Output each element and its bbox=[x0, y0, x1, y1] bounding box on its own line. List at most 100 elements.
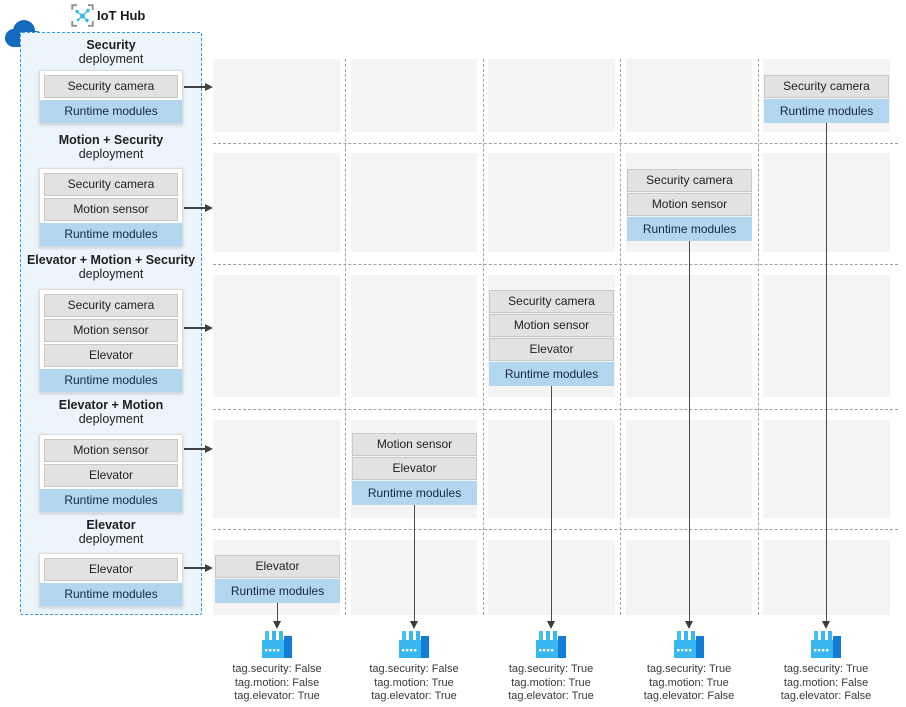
tag-line: tag.elevator: True bbox=[234, 690, 320, 702]
arrow-line bbox=[184, 567, 205, 569]
module-box: Motion sensor bbox=[44, 439, 178, 462]
tag-line: tag.security: True bbox=[508, 663, 594, 675]
row-divider-dashed bbox=[213, 143, 898, 144]
arrow-head bbox=[205, 444, 213, 453]
runtime-modules-box: Runtime modules bbox=[40, 489, 182, 512]
deployment-type: deployment bbox=[78, 267, 144, 281]
arrow-line bbox=[276, 603, 278, 621]
grid-cell bbox=[213, 275, 340, 397]
factory-device-icon bbox=[536, 631, 566, 658]
module-box: Elevator bbox=[489, 338, 614, 361]
column-divider-dashed bbox=[345, 59, 346, 615]
arrow-head bbox=[821, 621, 830, 629]
grid-cell bbox=[213, 59, 340, 132]
deployment-name: Motion + Security bbox=[58, 133, 164, 147]
arrow-head bbox=[205, 323, 213, 332]
iot-hub-icon bbox=[71, 4, 94, 32]
device-tags-2: tag.security: False tag.motion: True tag… bbox=[339, 663, 489, 704]
arrow-head bbox=[205, 563, 213, 572]
device-stack-5: Security camera Runtime modules bbox=[764, 75, 889, 123]
deployment-card-elevator: Elevator Runtime modules bbox=[39, 553, 183, 607]
module-box: Elevator bbox=[352, 457, 477, 480]
column-divider-dashed bbox=[483, 59, 484, 615]
grid-cell bbox=[350, 275, 478, 397]
tag-line: tag.elevator: True bbox=[508, 690, 594, 702]
row-divider-dashed bbox=[213, 409, 898, 410]
runtime-modules-box: Runtime modules bbox=[40, 223, 182, 246]
grid-cell bbox=[213, 420, 340, 518]
grid-cell bbox=[488, 153, 615, 252]
module-box: Security camera bbox=[44, 75, 178, 98]
tag-line: tag.elevator: False bbox=[780, 690, 872, 702]
runtime-modules-box: Runtime modules bbox=[764, 99, 889, 123]
deployment-type: deployment bbox=[78, 147, 144, 161]
deployment-name: Elevator + Motion + Security bbox=[26, 253, 196, 267]
factory-device-icon bbox=[262, 631, 292, 658]
module-box: Security camera bbox=[489, 290, 614, 313]
column-divider-dashed bbox=[620, 59, 621, 615]
arrow-line bbox=[184, 327, 205, 329]
deployment-card-motion-security: Security camera Motion sensor Runtime mo… bbox=[39, 168, 183, 247]
deployment-name: Elevator bbox=[86, 518, 136, 532]
module-box: Motion sensor bbox=[627, 193, 752, 216]
device-stack-1: Elevator Runtime modules bbox=[215, 555, 340, 603]
arrow-line bbox=[184, 207, 205, 209]
tag-line: tag.motion: True bbox=[649, 676, 729, 689]
arrow-line bbox=[825, 123, 828, 621]
factory-device-icon bbox=[811, 631, 841, 658]
grid-cell bbox=[350, 59, 478, 132]
tag-line: tag.security: True bbox=[783, 663, 869, 675]
arrow-head bbox=[272, 621, 281, 629]
module-box: Elevator bbox=[44, 464, 178, 487]
row-divider-dashed bbox=[213, 264, 898, 265]
module-box: Motion sensor bbox=[44, 319, 178, 342]
module-box: Elevator bbox=[44, 558, 178, 581]
module-box: Motion sensor bbox=[44, 198, 178, 221]
arrow-line bbox=[688, 241, 691, 621]
deployment-card-elevator-motion-security: Security camera Motion sensor Elevator R… bbox=[39, 289, 183, 393]
grid-row-motion-security bbox=[213, 153, 890, 252]
tag-line: tag.motion: False bbox=[783, 676, 869, 689]
row-divider-dashed bbox=[213, 529, 898, 530]
runtime-modules-box: Runtime modules bbox=[40, 369, 182, 392]
module-box: Security camera bbox=[627, 169, 752, 192]
arrow-head bbox=[546, 621, 555, 629]
deployment-name: Security bbox=[86, 38, 136, 52]
factory-device-icon bbox=[399, 631, 429, 658]
deployment-title-motion-security: Motion + Security deployment bbox=[20, 133, 202, 161]
module-box: Elevator bbox=[215, 555, 340, 578]
arrow-head bbox=[205, 203, 213, 212]
tag-line: tag.security: False bbox=[369, 663, 459, 675]
device-tags-3: tag.security: True tag.motion: True tag.… bbox=[476, 663, 626, 704]
deployment-card-security: Security camera Runtime modules bbox=[39, 70, 183, 124]
module-box: Security camera bbox=[44, 294, 178, 317]
arrow-head bbox=[684, 621, 693, 629]
device-tags-4: tag.security: True tag.motion: True tag.… bbox=[614, 663, 764, 704]
tag-line: tag.elevator: True bbox=[371, 690, 457, 702]
tag-line: tag.security: False bbox=[232, 663, 322, 675]
module-box: Motion sensor bbox=[352, 433, 477, 456]
grid-cell bbox=[350, 153, 478, 252]
deployment-name: Elevator + Motion bbox=[58, 398, 164, 412]
device-stack-2: Motion sensor Elevator Runtime modules bbox=[352, 433, 477, 505]
device-stack-4: Security camera Motion sensor Runtime mo… bbox=[627, 169, 752, 241]
grid-cell bbox=[488, 59, 615, 132]
runtime-modules-box: Runtime modules bbox=[40, 583, 182, 606]
tag-line: tag.elevator: False bbox=[643, 690, 735, 702]
runtime-modules-box: Runtime modules bbox=[627, 217, 752, 241]
arrow-head bbox=[409, 621, 418, 629]
arrow-head bbox=[205, 82, 213, 91]
deployment-title-elevator-motion-security: Elevator + Motion + Security deployment bbox=[20, 253, 202, 281]
device-tags-5: tag.security: True tag.motion: False tag… bbox=[751, 663, 901, 704]
deployment-title-security: Security deployment bbox=[20, 38, 202, 66]
deployment-title-elevator: Elevator deployment bbox=[20, 518, 202, 546]
arrow-line bbox=[550, 386, 553, 621]
arrow-line bbox=[413, 505, 416, 621]
module-box: Security camera bbox=[44, 173, 178, 196]
arrow-line bbox=[184, 448, 205, 450]
iot-hub-label: IoT Hub bbox=[97, 8, 146, 23]
runtime-modules-box: Runtime modules bbox=[40, 100, 182, 123]
module-box: Motion sensor bbox=[489, 314, 614, 337]
factory-device-icon bbox=[674, 631, 704, 658]
